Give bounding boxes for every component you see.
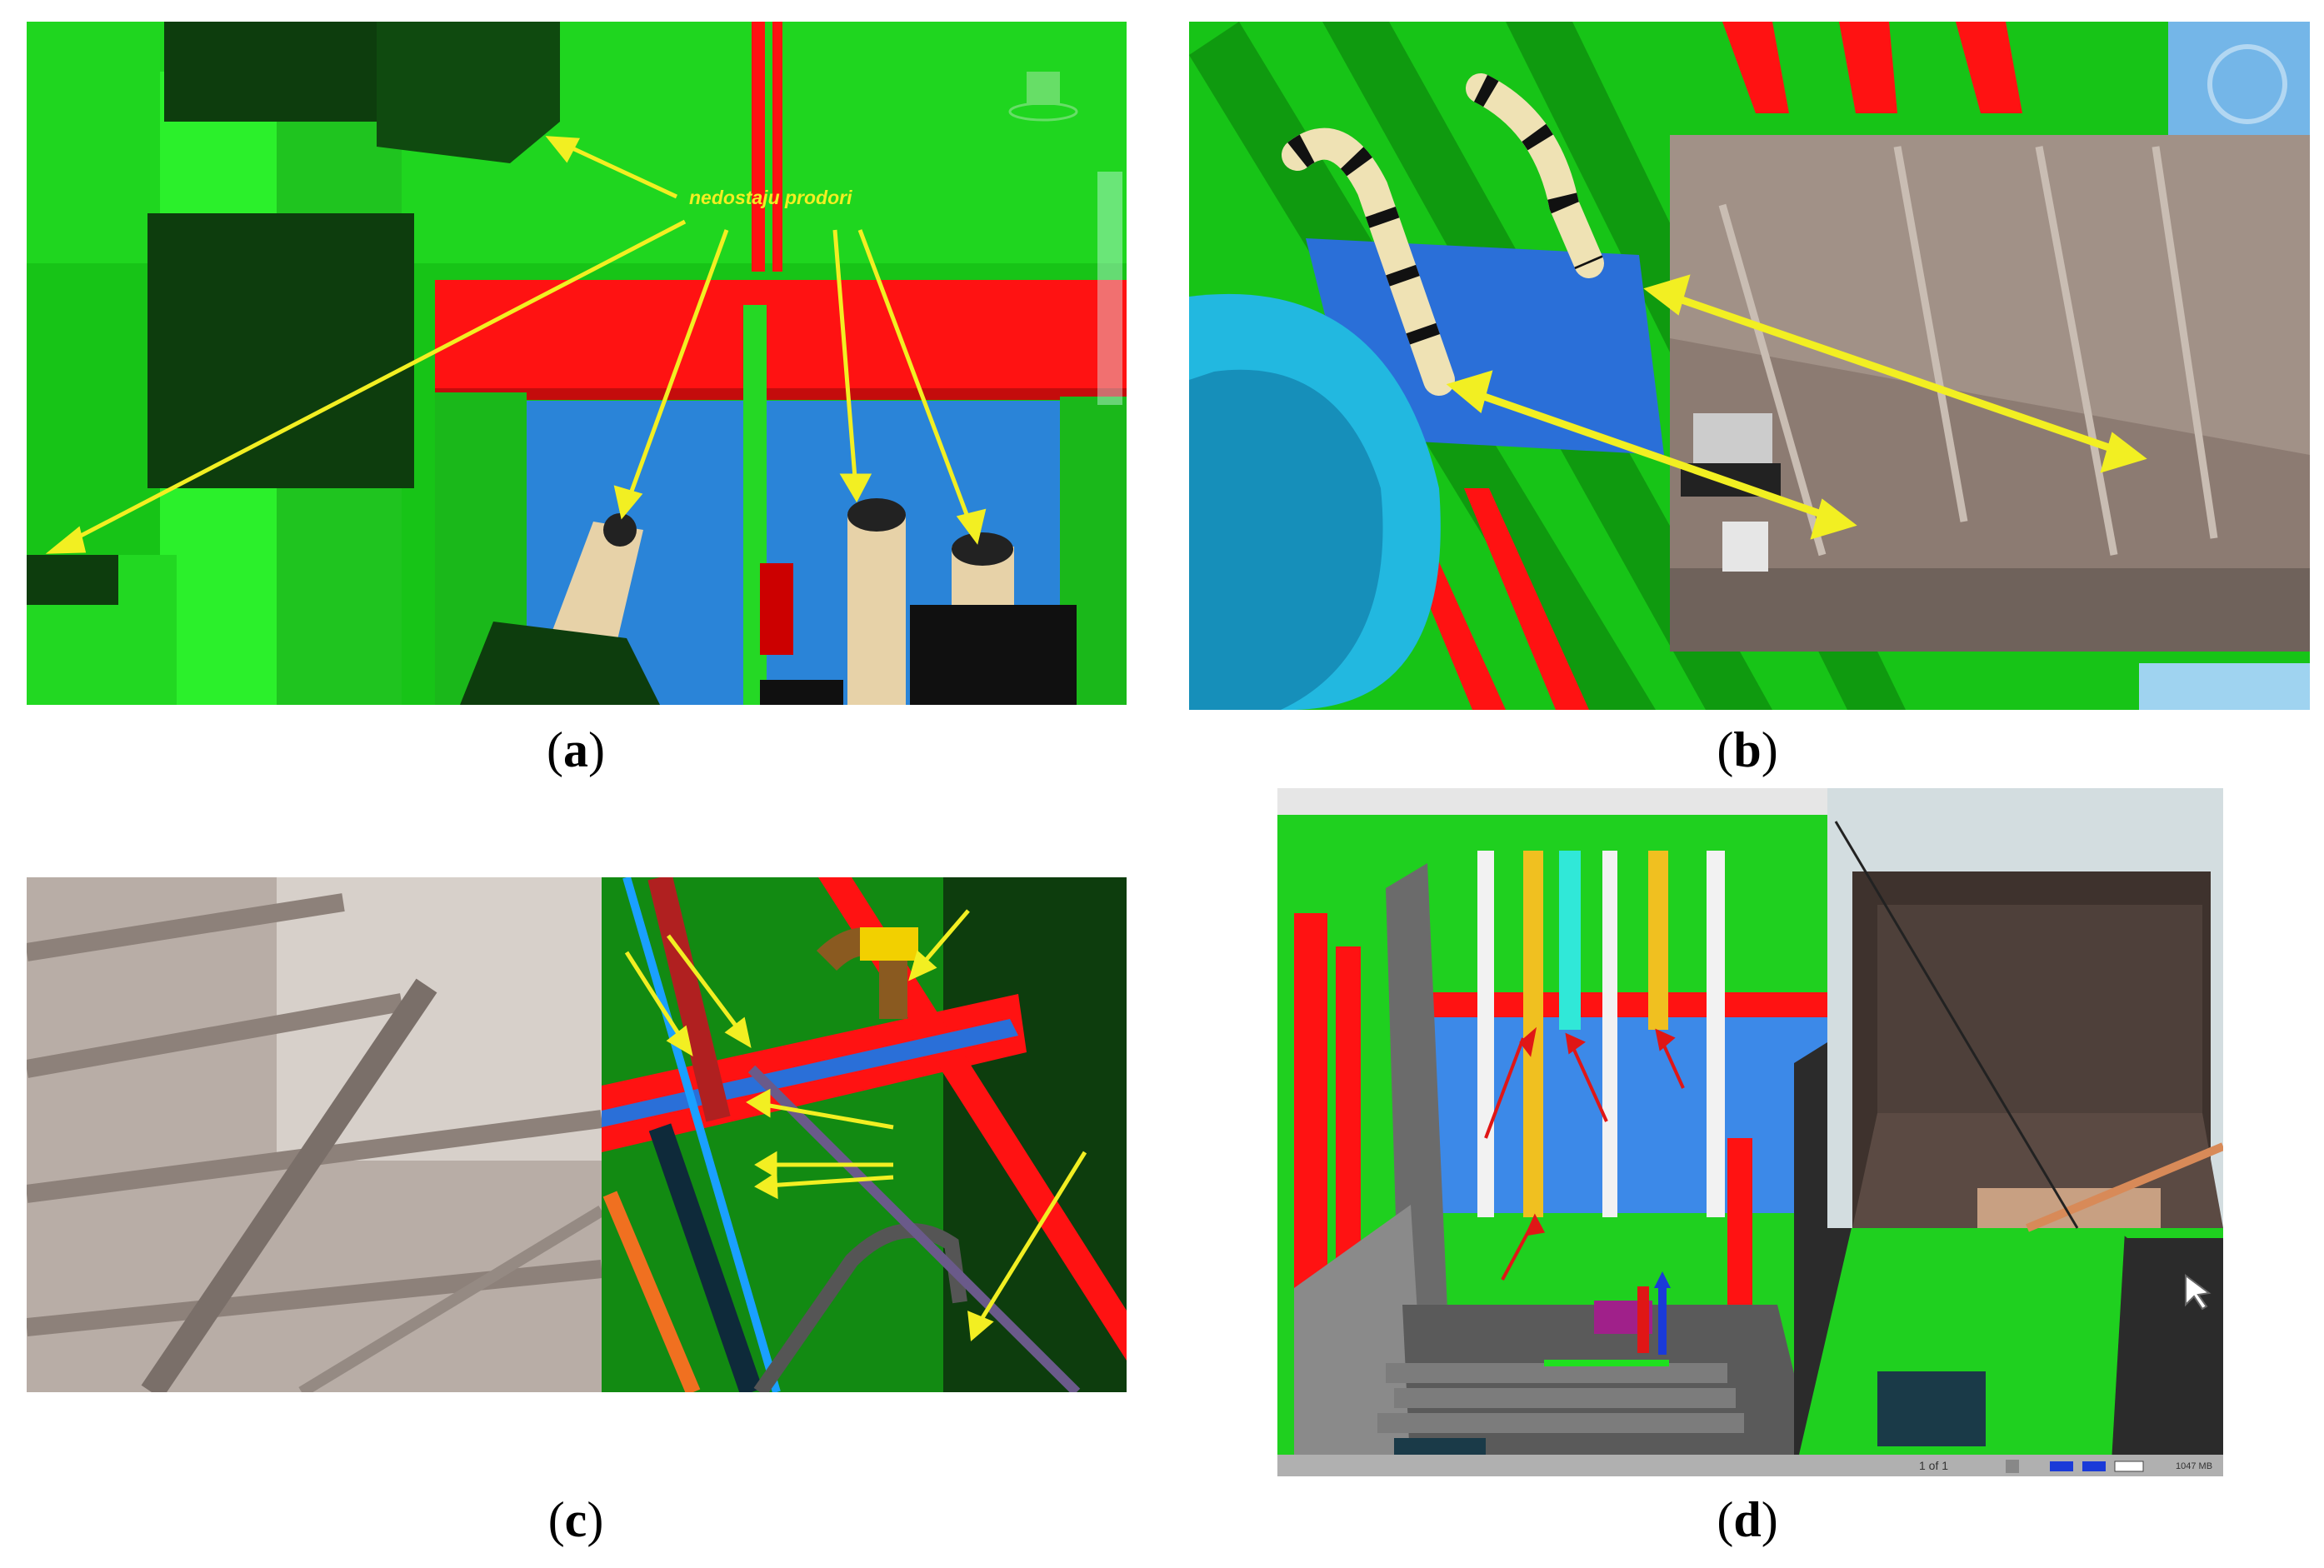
nav-arrows-icon[interactable] bbox=[2207, 44, 2287, 124]
workshop-photo bbox=[1670, 135, 2310, 652]
missing-penetrations-label: nedostaju prodori bbox=[689, 187, 852, 208]
caption-b: (b) bbox=[1717, 722, 1778, 777]
ceiling-frames-photo bbox=[27, 877, 605, 1392]
caption-d: (d) bbox=[1717, 1492, 1778, 1547]
status-bar-icons[interactable] bbox=[2006, 1460, 2144, 1473]
panel-d-scene bbox=[1277, 788, 2223, 1476]
panel-b-scene bbox=[1189, 22, 2310, 710]
nav-cube-icon[interactable] bbox=[1008, 72, 1078, 122]
transform-gizmo-icon[interactable] bbox=[1544, 1271, 1671, 1366]
cursor-icon bbox=[2185, 1274, 2212, 1311]
panel-c-scene bbox=[27, 877, 1127, 1392]
caption-a: (a) bbox=[547, 722, 605, 777]
viewer-toolbar-icon[interactable] bbox=[1097, 172, 1122, 405]
panel-a-scene bbox=[27, 22, 1127, 705]
panel-c-photo-and-model[interactable] bbox=[27, 877, 1127, 1392]
memory-usage: 1047 MB bbox=[2176, 1461, 2213, 1471]
panel-b-model-with-photo[interactable] bbox=[1189, 22, 2310, 710]
caption-c: (c) bbox=[547, 1492, 604, 1547]
shaft-photo bbox=[1827, 788, 2223, 1232]
panel-a-model-view[interactable]: nedostaju prodori bbox=[27, 22, 1127, 705]
page-indicator: 1 of 1 bbox=[1919, 1459, 1949, 1472]
panel-d-viewer-with-photo[interactable]: 1 of 1 1047 MB bbox=[1277, 788, 2223, 1476]
